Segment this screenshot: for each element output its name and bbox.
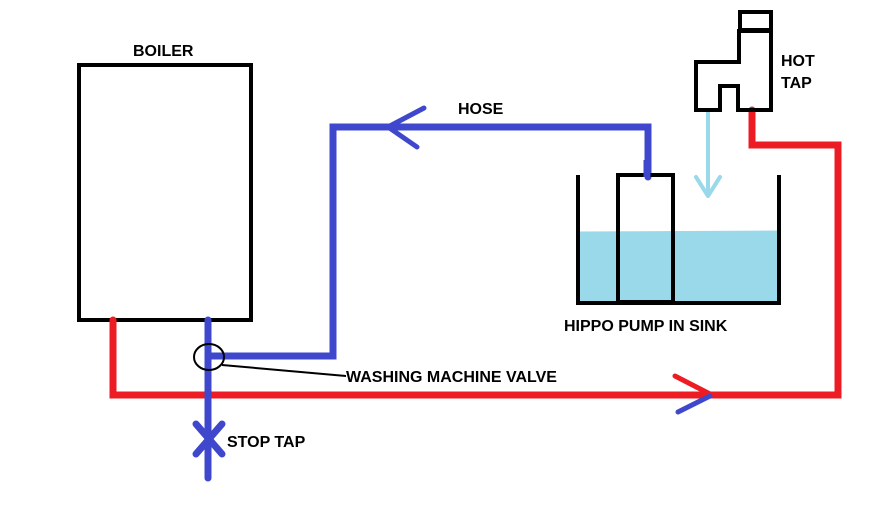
sink-water	[580, 232, 777, 302]
washing-machine-valve-label: WASHING MACHINE VALVE	[346, 369, 557, 386]
hose-label: HOSE	[458, 101, 504, 118]
hot-tap-label-line2: TAP	[781, 75, 812, 92]
hot-pipe-arrow-upper	[672, 373, 713, 397]
hose-flow-arrow	[385, 105, 427, 150]
sink-outline	[576, 175, 781, 305]
boiler-box	[77, 63, 253, 322]
hot-tap-icon	[694, 10, 773, 112]
stop-tap-label: STOP TAP	[227, 434, 306, 451]
hose-pipe	[204, 123, 652, 360]
water-surface	[577, 230, 780, 235]
hot-pipe-arrow-lower	[675, 393, 713, 415]
valve-leader-line	[221, 364, 347, 377]
hot-tap-label-line1: HOT	[781, 53, 815, 70]
boiler-label: BOILER	[133, 43, 194, 60]
hot-water-pipe	[109, 106, 842, 399]
washing-machine-valve-marker	[193, 343, 225, 371]
outflow-arrow-icon	[694, 175, 722, 198]
hippo-pump-label: HIPPO PUMP IN SINK	[564, 318, 728, 335]
stop-tap-icon	[192, 420, 226, 458]
